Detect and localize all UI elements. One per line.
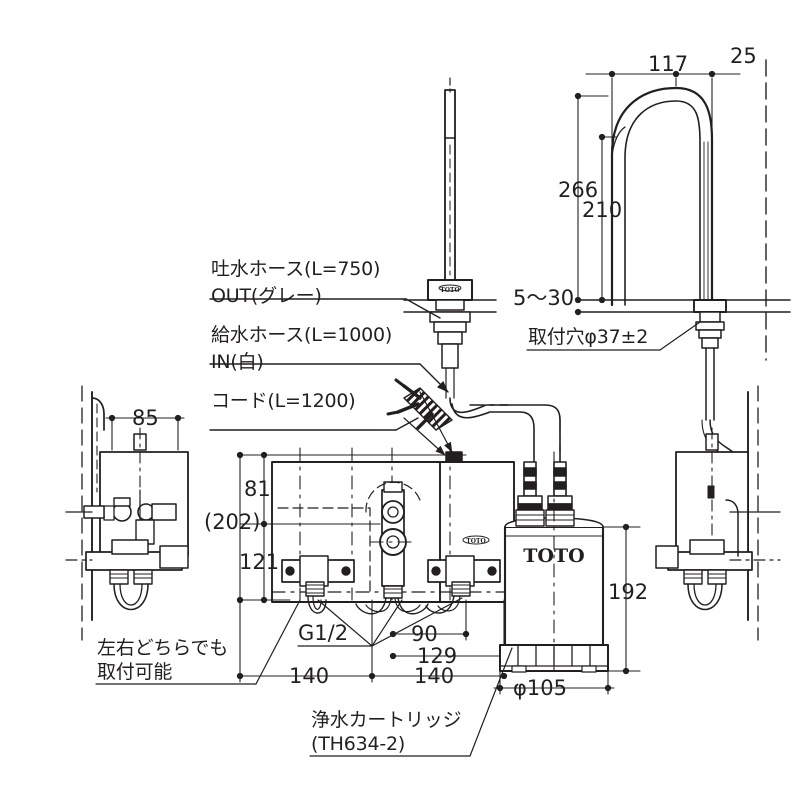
- dim-label-202: (202): [204, 510, 261, 534]
- valve-right: [425, 555, 501, 614]
- dim-label-192: 192: [608, 580, 649, 604]
- dim-label-140-right: 140: [414, 664, 455, 688]
- label-mount-either-side-line2: 取付可能: [97, 661, 173, 683]
- leader-mounting-hole: [526, 321, 701, 351]
- dim-85: [105, 414, 185, 451]
- main-body-front-view: [271, 447, 515, 615]
- callout-leaders: [209, 298, 449, 431]
- label-discharge-hose: 吐水ホース(L=750): [211, 258, 381, 280]
- dim-label-g12: G1/2: [298, 621, 349, 645]
- hose-routing: [386, 378, 561, 466]
- label-cartridge-line2: (TH634-2): [311, 733, 406, 755]
- dim-label-25: 25: [730, 44, 757, 68]
- dim-label-140-left: 140: [289, 664, 330, 688]
- label-cord: コード(L=1200): [211, 390, 356, 412]
- faucet-front-elevation: [403, 77, 497, 399]
- label-supply-hose: 給水ホース(L=1000): [211, 324, 393, 346]
- leader-cartridge: [309, 647, 513, 757]
- dim-cartridge: [493, 523, 641, 695]
- dim-label-117: 117: [648, 52, 689, 76]
- leader-g12: [297, 597, 463, 647]
- label-mount-either-side-line1: 左右どちらでも: [97, 637, 229, 659]
- purifier-cartridge: [499, 451, 609, 673]
- dim-label-210: 210: [582, 198, 623, 222]
- dim-label-85: 85: [132, 406, 159, 430]
- valve-left: [281, 555, 355, 614]
- dim-5-30: [574, 308, 582, 316]
- faucet-side-elevation: [577, 59, 791, 561]
- toto-logo-body: TOTO: [466, 538, 485, 545]
- dim-label-deck-thickness: 5〜30: [513, 286, 575, 310]
- label-cartridge-line1: 浄水カートリッジ: [311, 709, 462, 731]
- leader-mount-either-side: [95, 599, 301, 685]
- valve-center: [355, 481, 429, 615]
- left-side-section: [65, 385, 189, 641]
- toto-logo-faucet: TOTO: [440, 287, 459, 294]
- dim-266: [574, 92, 609, 304]
- dim-label-121: 121: [239, 550, 280, 574]
- dim-label-90: 90: [411, 622, 438, 646]
- dim-117: [585, 70, 701, 153]
- dim-label-266: 266: [558, 178, 599, 202]
- dim-label-phi105: φ105: [513, 676, 567, 700]
- label-mounting-hole: 取付穴φ37±2: [528, 326, 649, 348]
- label-discharge-hose-out: OUT(グレー): [211, 285, 322, 307]
- right-side-section: [655, 385, 781, 641]
- dim-label-81: 81: [244, 477, 271, 501]
- dim-210: [598, 133, 617, 304]
- dim-label-129: 129: [417, 644, 458, 668]
- dim-bottom: [236, 599, 508, 683]
- label-supply-hose-in: IN(白): [211, 351, 264, 373]
- dim-25: [675, 70, 741, 141]
- toto-logo-cartridge: TOTO: [523, 545, 584, 567]
